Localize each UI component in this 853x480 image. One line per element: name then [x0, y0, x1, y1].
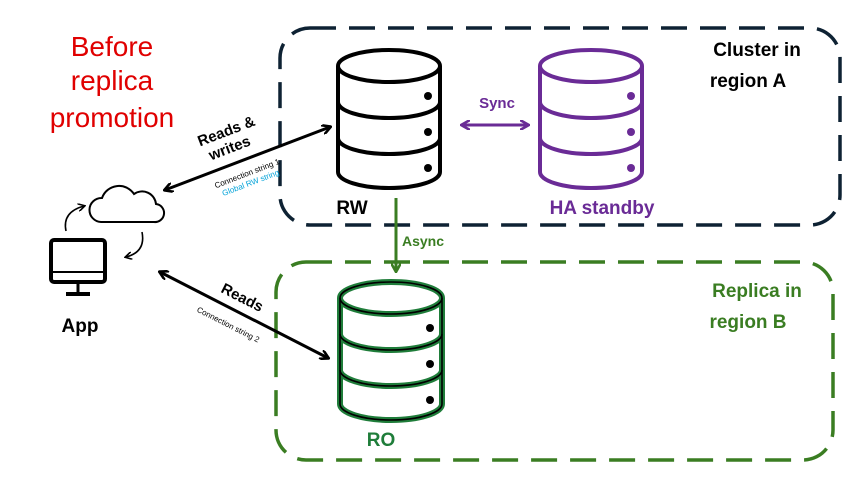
title-line-1: Before [71, 31, 154, 62]
cloud-icon [88, 184, 165, 224]
async-label: Async [402, 233, 444, 249]
reads-arrow [160, 272, 328, 358]
database-icon-rw [336, 48, 442, 190]
rw-label: RW [336, 198, 367, 219]
database-icon-ha-standby [538, 48, 644, 190]
title-line-2: replica [71, 65, 154, 96]
ro-label: RO [367, 430, 396, 451]
reads-writes-arrow [165, 127, 330, 190]
cluster-b-label-line-1: Replica in [712, 281, 802, 302]
monitor-icon [49, 238, 107, 296]
app-label: App [62, 316, 99, 337]
database-icon-ro [337, 279, 445, 423]
cycle-arrow-up-icon [64, 206, 84, 232]
reads-label: Reads [218, 280, 266, 316]
title-line-3: promotion [50, 102, 175, 133]
reads-writes-text-group: Reads & writes [195, 113, 257, 165]
sync-label: Sync [479, 95, 515, 112]
cluster-a-label-line-1: Cluster in [713, 40, 801, 61]
reads-text-group: Reads [218, 280, 266, 316]
cluster-region-b: Replica in region B [274, 260, 835, 462]
cluster-a-label-line-2: region A [710, 71, 787, 92]
slide-title: Before replica promotion [50, 31, 175, 133]
connection-string-1-group: Connection string 1 Global RW string [213, 157, 281, 198]
ha-standby-label: HA standby [550, 198, 655, 219]
cluster-b-border [274, 260, 835, 462]
cycle-arrow-down-icon [126, 231, 144, 257]
cluster-b-label-line-2: region B [709, 312, 786, 333]
